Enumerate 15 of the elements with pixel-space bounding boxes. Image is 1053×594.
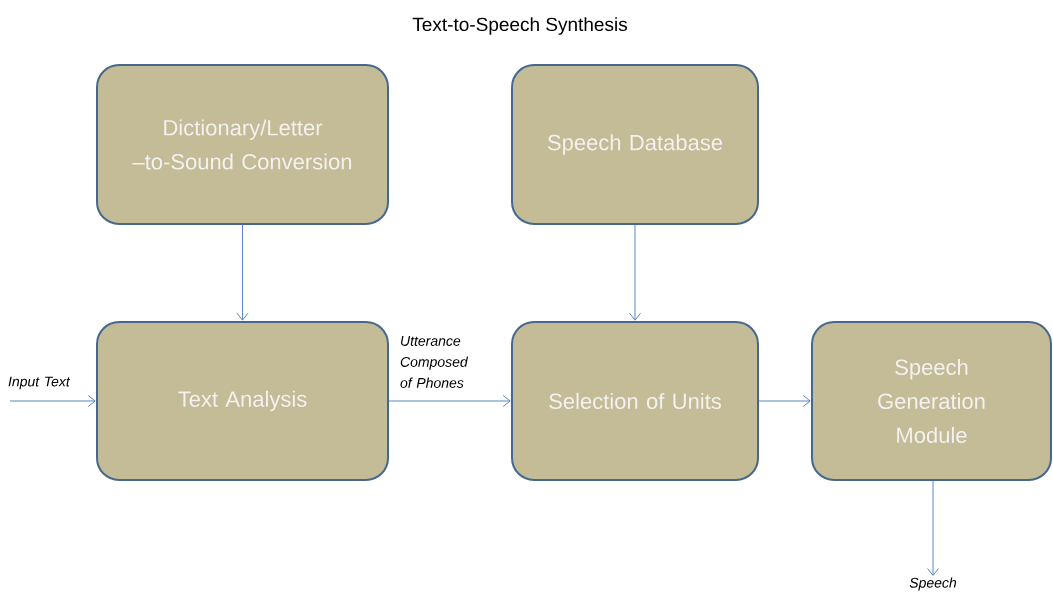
edge-label: Utterance Composed of Phones	[400, 336, 469, 388]
process-box: Speech Generation Module	[811, 321, 1052, 481]
edge-label: Input Text	[8, 376, 71, 390]
arrow	[927, 480, 939, 576]
title: Text-to-Speech Synthesis	[412, 17, 627, 35]
arrow	[236, 224, 249, 321]
arrow	[9, 395, 96, 407]
arrow	[388, 395, 511, 407]
process-box: Speech Database	[511, 64, 759, 225]
output-label: Speech	[909, 577, 957, 591]
process-box: Dictionary/Letter –to-Sound Conversion	[96, 64, 389, 225]
arrow	[758, 395, 811, 407]
process-box: Text Analysis	[96, 321, 389, 481]
process-box: Selection of Units	[511, 321, 759, 481]
arrow	[629, 224, 641, 321]
